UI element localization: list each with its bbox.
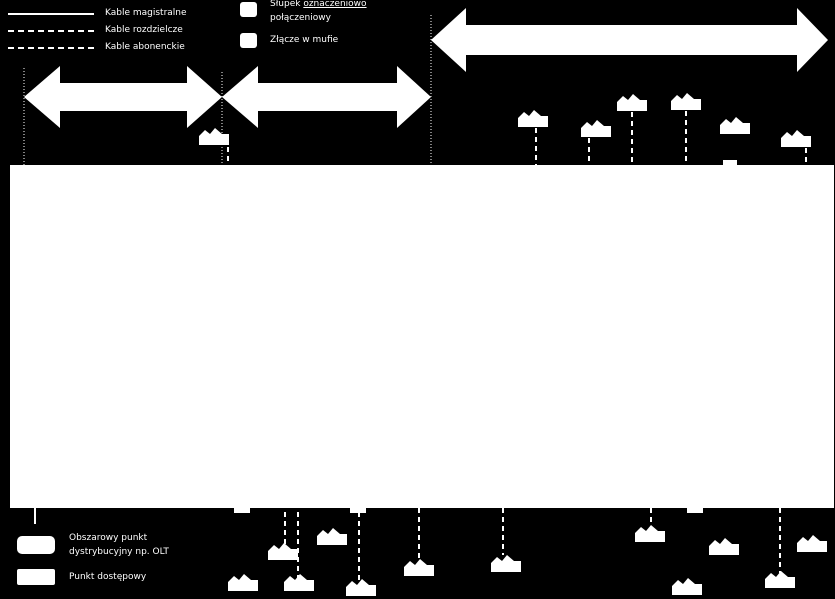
trunk-cable-label: Kable magistralne: [105, 8, 187, 18]
subscriber-cable-sample: [8, 47, 94, 49]
house-icon: [671, 93, 701, 110]
house-icon: [404, 559, 434, 576]
segment-arrow-left: [24, 66, 222, 128]
house-icon: [199, 128, 229, 145]
distribution-cable-label: Kable rozdzielcze: [105, 25, 183, 35]
segment-arrow-right: [431, 8, 828, 72]
network-area-panel: [10, 165, 834, 508]
house-icon: [228, 574, 258, 591]
access-point-marker-swatch: [17, 569, 55, 585]
pole-label-line2: połączeniowy: [270, 13, 331, 23]
house-icon: [268, 543, 298, 560]
splice-marker-swatch: [240, 33, 257, 48]
distribution-cable-sample: [8, 30, 94, 32]
olt-label-line1: Obszarowy punkt: [69, 533, 148, 543]
pole-marker-swatch: [240, 2, 257, 17]
segment-arrow-middle: [222, 66, 431, 128]
house-icon: [781, 130, 811, 147]
house-icon: [284, 574, 314, 591]
house-icon: [635, 525, 665, 542]
olt-marker-swatch: [17, 536, 55, 554]
house-icon: [765, 571, 795, 588]
house-icon: [720, 117, 750, 134]
access-point-label: Punkt dostępowy: [69, 572, 147, 582]
house-icon: [581, 120, 611, 137]
splice-label: Złącze w mufie: [270, 35, 339, 45]
pole-label: Słupek oznaczeniowo: [270, 0, 367, 9]
house-icon: [797, 535, 827, 552]
trunk-cable-sample: [8, 13, 94, 15]
olt-label-line2: dystrybucyjny np. OLT: [69, 547, 169, 557]
house-icon: [346, 579, 376, 596]
house-icon: [709, 538, 739, 555]
house-icon: [672, 578, 702, 595]
house-icon: [617, 94, 647, 111]
house-icon: [317, 528, 347, 545]
house-icon: [491, 555, 521, 572]
subscriber-cable-label: Kable abonenckie: [105, 42, 185, 52]
house-icon: [518, 110, 548, 127]
